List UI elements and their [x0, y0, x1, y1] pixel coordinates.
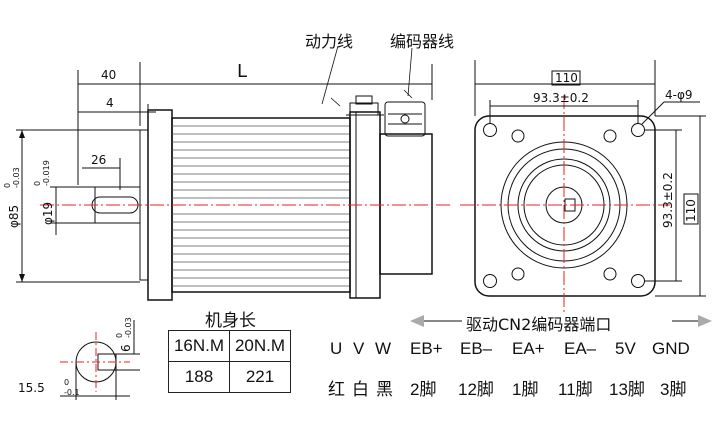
table-row: 16N.M 20N.M [168, 330, 291, 362]
dia-85-tol-upper: 0 [3, 183, 12, 188]
signal-5v: 5V [615, 339, 636, 358]
encoder-line-leader [407, 47, 413, 97]
dia-19-tol-lower: -0.019 [42, 160, 51, 186]
length-table: 16N.M 20N.M 188 221 [168, 330, 291, 393]
length-label: L [237, 61, 247, 82]
dim-4: 4 [106, 96, 114, 110]
encoder-port-title: 驱动CN2编码器端口 [466, 315, 612, 334]
length-table-title: 机身长 [205, 311, 256, 331]
pin-eb-minus: 12脚 [458, 380, 494, 399]
dim-110-top: 110 [555, 71, 578, 85]
dim-40: 40 [101, 68, 116, 82]
power-line-label: 动力线 [305, 32, 354, 51]
screw [603, 267, 617, 281]
pin-u: 红 [328, 380, 345, 399]
pin-row: 红 白 黑 2脚 12脚 1脚 11脚 13脚 3脚 [0, 375, 725, 399]
signal-ea-minus: EA– [564, 339, 597, 358]
dia-19-tol-upper: 0 [33, 181, 42, 186]
key-15-tol-upper: 0 [64, 378, 69, 387]
encoder-connector [384, 101, 426, 137]
signal-eb-plus: EB+ [410, 339, 443, 358]
key-6-tol-lower: -0.03 [124, 317, 133, 338]
pin-ea-plus: 1脚 [512, 380, 539, 399]
encoder-housing [379, 133, 433, 275]
value-20nm: 221 [229, 361, 291, 393]
signal-eb-minus: EB– [460, 339, 493, 358]
power-line-leader [321, 45, 339, 105]
key-6: 6 [119, 344, 133, 352]
encoder-line-label: 编码器线 [390, 32, 455, 51]
power-gland [349, 102, 379, 116]
signal-w: W [375, 339, 392, 358]
key-15-tol-lower: -0.1 [64, 388, 80, 397]
dim-93-vertical: 93.3±0.2 [661, 172, 675, 228]
pin-w: 黑 [376, 380, 393, 399]
signal-row: U V W EB+ EB– EA+ EA– 5V GND [0, 339, 725, 361]
header-20nm: 20N.M [229, 330, 291, 362]
holes-label: 4-φ9 [665, 88, 693, 102]
signal-u: U [330, 339, 343, 358]
pin-5v: 13脚 [609, 380, 645, 399]
value-16nm: 188 [168, 361, 230, 393]
dia-85: φ85 [7, 205, 21, 228]
pin-v: 白 [352, 380, 369, 399]
mount-hole [631, 123, 645, 137]
pin-ea-minus: 11脚 [558, 380, 593, 399]
signal-ea-plus: EA+ [512, 339, 545, 358]
screw [511, 267, 525, 281]
dim-93-horizontal: 93.3±0.2 [533, 91, 589, 105]
mount-hole [631, 274, 645, 288]
pin-eb-plus: 2脚 [410, 380, 437, 399]
key-6-tol-upper: 0 [115, 333, 124, 338]
signal-gnd: GND [652, 339, 690, 358]
pin-gnd: 3脚 [660, 380, 687, 399]
mount-hole [483, 274, 497, 288]
signal-v: V [353, 339, 365, 358]
dim-26: 26 [91, 153, 106, 167]
screw [603, 129, 617, 143]
front-flange-square [474, 115, 656, 297]
dia-19: φ19 [41, 202, 55, 225]
dia-85-tol-lower: -0.03 [12, 167, 21, 188]
key-15: 15.5 [18, 381, 45, 395]
table-row: 188 221 [168, 361, 291, 393]
dim-110-side: 110 [684, 199, 698, 222]
mount-hole [483, 123, 497, 137]
screw [511, 129, 525, 143]
